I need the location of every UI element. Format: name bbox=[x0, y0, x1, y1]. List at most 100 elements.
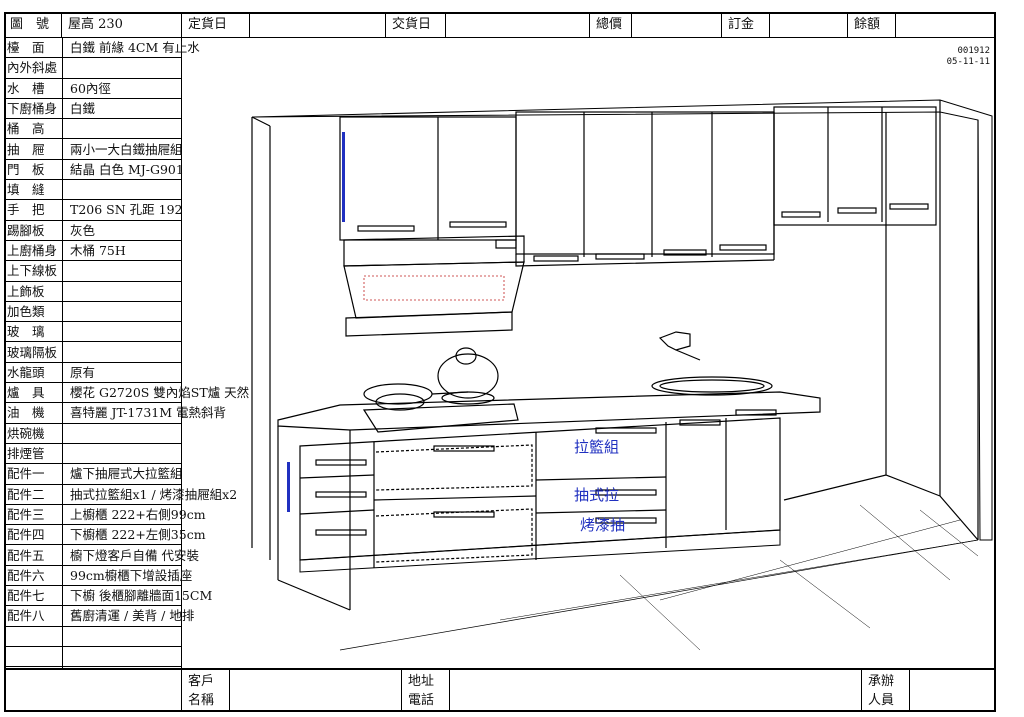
client-label-1: 客戶 bbox=[188, 674, 215, 689]
client-label-2: 名稱 bbox=[188, 693, 215, 708]
spec-row: 配件六 99cm櫥櫃下增設插座 bbox=[4, 566, 192, 587]
spec-row: 下廚桶身白鐵 bbox=[4, 99, 182, 120]
spec-row: 加色類 bbox=[4, 302, 182, 323]
spec-key: 玻璃隔板 bbox=[7, 344, 58, 360]
client-value[interactable] bbox=[230, 670, 402, 712]
spec-value: 99cm櫥櫃下增設插座 bbox=[70, 567, 193, 583]
spec-row: 抽 屜 兩小一大白鐵抽屜組 bbox=[4, 140, 183, 160]
balance-value[interactable] bbox=[896, 12, 996, 38]
spec-row: 油 機 喜特麗 JT-1731M 電熱斜背 bbox=[4, 403, 226, 424]
spec-row: 配件一爐下抽屜式大拉籃組 bbox=[4, 464, 183, 485]
total-price-label: 總價 bbox=[590, 12, 632, 38]
spec-key: 配件二 bbox=[7, 486, 45, 502]
spec-key: 上飾板 bbox=[7, 283, 45, 299]
spec-row: 配件八 舊廚清運 / 美背 / 地排 bbox=[4, 606, 194, 627]
spec-key: 手 把 bbox=[7, 202, 45, 218]
spec-row: 配件三上櫥櫃 222+右側99cm bbox=[4, 505, 206, 526]
address-label-1: 地址 bbox=[408, 674, 435, 689]
spec-row: 桶 高 bbox=[4, 119, 182, 140]
spec-value: 60內徑 bbox=[70, 80, 111, 96]
drawing-no-label: 圖 號 bbox=[4, 12, 62, 38]
spec-value: 舊廚清運 / 美背 / 地排 bbox=[70, 608, 195, 624]
client-label: 客戶 名稱 bbox=[182, 670, 230, 712]
spec-value: 灰色 bbox=[70, 222, 96, 238]
spec-row: 門 板 結晶 白色 MJ-G901 bbox=[4, 160, 184, 181]
spec-row: 水龍頭 原有 bbox=[4, 363, 182, 384]
spec-key: 水龍頭 bbox=[7, 364, 45, 380]
spec-key: 抽 屜 bbox=[7, 141, 45, 157]
spec-key: 配件五 bbox=[7, 547, 45, 563]
deposit-value[interactable] bbox=[770, 12, 848, 38]
spec-value: 喜特麗 JT-1731M 電熱斜背 bbox=[70, 405, 227, 421]
spec-row: 爐 具 櫻花 G2720S 雙內焰ST爐 天然 bbox=[4, 383, 249, 404]
spec-row: 手 把 T206 SN 孔距 192 bbox=[4, 200, 183, 221]
delivery-date-value[interactable] bbox=[446, 12, 590, 38]
spec-value: 櫻花 G2720S 雙內焰ST爐 天然 bbox=[70, 385, 250, 401]
label-pull: 抽式拉 bbox=[574, 486, 619, 504]
spec-row: 配件二抽式拉籃組x1 / 烤漆抽屜組x2 bbox=[4, 485, 237, 505]
spec-row: 烘碗機 bbox=[4, 424, 182, 444]
staff-label: 承辦 人員 bbox=[862, 670, 910, 712]
order-date-label: 定貨日 bbox=[182, 12, 250, 38]
spec-value: 兩小一大白鐵抽屜組 bbox=[70, 141, 183, 157]
spec-key: 上下線板 bbox=[7, 263, 58, 279]
total-price-value[interactable] bbox=[632, 12, 722, 38]
spec-key: 門 板 bbox=[7, 161, 45, 177]
drawing-no-value: 屋高 230 bbox=[62, 12, 182, 38]
spec-key: 踢腳板 bbox=[7, 222, 45, 238]
spec-value: 櫥下燈客戶自備 代安裝 bbox=[70, 547, 199, 563]
order-date-value[interactable] bbox=[250, 12, 386, 38]
spec-value: T206 SN 孔距 192 bbox=[70, 202, 183, 218]
spec-row: 檯 面白鐵 前緣 4CM 有止水 bbox=[4, 38, 200, 59]
spec-key: 排煙管 bbox=[7, 446, 45, 461]
spec-table-divider bbox=[62, 38, 63, 668]
spec-key: 上廚桶身 bbox=[7, 243, 58, 258]
spec-value: 下櫥櫃 222+左側35cm bbox=[70, 527, 206, 543]
address-label-2: 電話 bbox=[408, 693, 435, 708]
spec-row: 踢腳板 灰色 bbox=[4, 221, 182, 241]
spec-row: 上飾板 bbox=[4, 282, 182, 302]
spec-row: 上下線板 bbox=[4, 261, 182, 282]
spec-key: 填 縫 bbox=[7, 182, 45, 198]
spec-row: 內外斜處 bbox=[4, 58, 182, 79]
spec-key: 油 機 bbox=[7, 405, 45, 421]
spec-key: 水 槽 bbox=[7, 80, 45, 96]
spec-key: 下廚桶身 bbox=[7, 100, 58, 116]
spec-value: 結晶 白色 MJ-G901 bbox=[70, 161, 184, 177]
spec-value: 木桶 75H bbox=[70, 243, 126, 258]
deposit-label: 訂金 bbox=[722, 12, 770, 38]
spec-key: 玻 璃 bbox=[7, 324, 45, 340]
spec-key: 配件三 bbox=[7, 506, 45, 522]
spec-key: 配件一 bbox=[7, 466, 45, 482]
spec-row: 填 縫 bbox=[4, 180, 182, 201]
spec-row bbox=[4, 647, 182, 668]
address-label: 地址 電話 bbox=[402, 670, 450, 712]
spec-value: 下櫥 後櫃腳離牆面15CM bbox=[70, 588, 213, 604]
spec-value: 原有 bbox=[70, 364, 96, 380]
staff-value[interactable] bbox=[910, 670, 996, 712]
spec-key: 內外斜處 bbox=[7, 60, 58, 76]
spec-row: 配件七下櫥 後櫃腳離牆面15CM bbox=[4, 586, 212, 607]
address-value[interactable] bbox=[450, 670, 862, 712]
spec-row: 上廚桶身木桶 75H bbox=[4, 241, 182, 262]
staff-label-1: 承辦 bbox=[868, 674, 895, 689]
document-code: 001912 05-11-11 bbox=[947, 46, 990, 68]
code-line-2: 05-11-11 bbox=[946, 57, 990, 67]
balance-label: 餘額 bbox=[848, 12, 896, 38]
spec-key: 配件六 bbox=[7, 567, 45, 583]
spec-table bbox=[4, 38, 182, 668]
spec-key: 配件八 bbox=[7, 608, 45, 624]
delivery-date-label: 交貨日 bbox=[386, 12, 446, 38]
staff-label-2: 人員 bbox=[868, 693, 895, 708]
spec-key: 加色類 bbox=[7, 303, 45, 319]
label-drawer: 烤漆抽 bbox=[580, 516, 625, 534]
spec-key: 烘碗機 bbox=[7, 425, 45, 441]
spec-key: 爐 具 bbox=[7, 385, 45, 401]
spec-key: 桶 高 bbox=[7, 121, 45, 137]
spec-row bbox=[4, 627, 182, 647]
spec-value: 白鐵 bbox=[70, 100, 96, 116]
spec-row: 配件四下櫥櫃 222+左側35cm bbox=[4, 525, 206, 546]
header-row: 圖 號 屋高 230 定貨日 交貨日 總價 訂金 餘額 bbox=[4, 12, 996, 38]
spec-row: 玻璃隔板 bbox=[4, 343, 182, 363]
